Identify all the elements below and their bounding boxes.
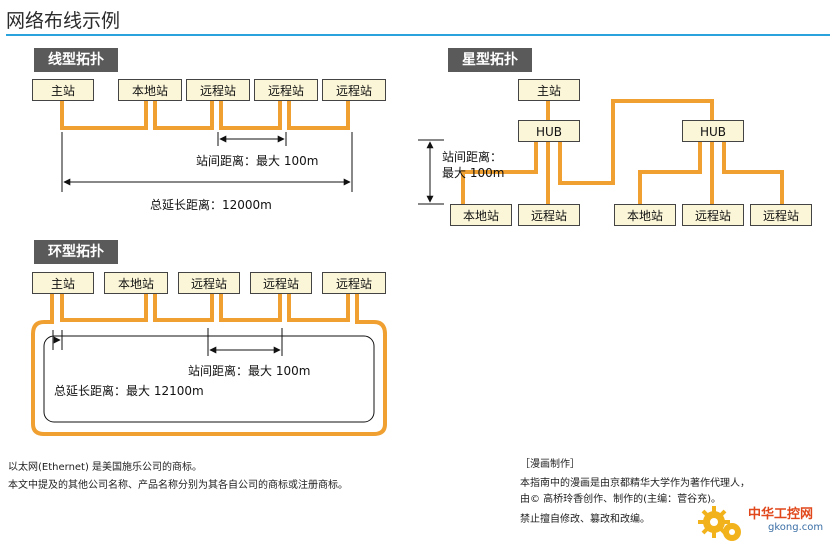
ring-total-length: 总延长距离：最大 12100m (54, 384, 204, 398)
star-station-remote-1: 远程站 (518, 204, 580, 226)
trademark-note-2: 本文中提及的其他公司名称、产品名称分别为其各自公司的商标或注册商标。 (8, 480, 348, 491)
page-title: 网络布线示例 (6, 10, 121, 32)
star-station-local-1: 本地站 (450, 204, 512, 226)
comic-heading: ［漫画制作］ (520, 459, 580, 470)
star-station-remote-3: 远程站 (750, 204, 812, 226)
star-hub-1: HUB (518, 120, 580, 142)
watermark-text: 中华工控网 (748, 507, 814, 522)
comic-line-1: 本指南中的漫画是由京都精华大学作为著作代理人， (520, 478, 750, 489)
star-station-local-2: 本地站 (614, 204, 676, 226)
line-topology-cable (60, 101, 350, 130)
star-distance-line2: 最大 100m (442, 166, 505, 180)
ring-station-remote-1: 远程站 (178, 272, 240, 294)
ring-topology-cable (31, 294, 387, 436)
line-station-master: 主站 (32, 79, 94, 101)
ring-station-master: 主站 (32, 272, 94, 294)
ring-topology-inner-path (43, 335, 375, 423)
line-total-length: 总延长距离：12000m (150, 198, 272, 212)
star-topology-dimensions (418, 139, 444, 205)
ring-station-remote-2: 远程站 (250, 272, 312, 294)
gear-icon (698, 506, 741, 541)
star-hub-2: HUB (682, 120, 744, 142)
star-distance-line1: 站间距离： (442, 150, 503, 164)
trademark-note-1: 以太网(Ethernet) 是美国施乐公司的商标。 (8, 462, 203, 473)
star-station-master: 主站 (518, 79, 580, 101)
line-station-distance: 站间距离：最大 100m (196, 154, 319, 168)
line-topology-label: 线型拓扑 (34, 48, 118, 72)
star-station-remote-2: 远程站 (682, 204, 744, 226)
line-topology-dimensions (61, 132, 353, 192)
ring-station-remote-3: 远程站 (322, 272, 386, 294)
comic-line-2: 由© 高桥玲香创作、制作的(主编：菅谷充)。 (520, 494, 721, 505)
line-station-remote-2: 远程站 (254, 79, 318, 101)
line-station-remote-3: 远程站 (322, 79, 386, 101)
ring-topology-dimensions (52, 328, 283, 356)
star-topology-cable (461, 99, 784, 204)
line-station-remote-1: 远程站 (186, 79, 250, 101)
ring-topology-label: 环型拓扑 (34, 240, 118, 264)
comic-line-3: 禁止擅自修改、篡改和改编。 (520, 514, 650, 525)
watermark-sub: gkong.com (768, 522, 824, 533)
star-topology-label: 星型拓扑 (448, 48, 532, 72)
line-station-local: 本地站 (118, 79, 182, 101)
ring-station-distance: 站间距离：最大 100m (188, 364, 311, 378)
ring-station-local: 本地站 (104, 272, 168, 294)
title-rule (6, 34, 830, 36)
